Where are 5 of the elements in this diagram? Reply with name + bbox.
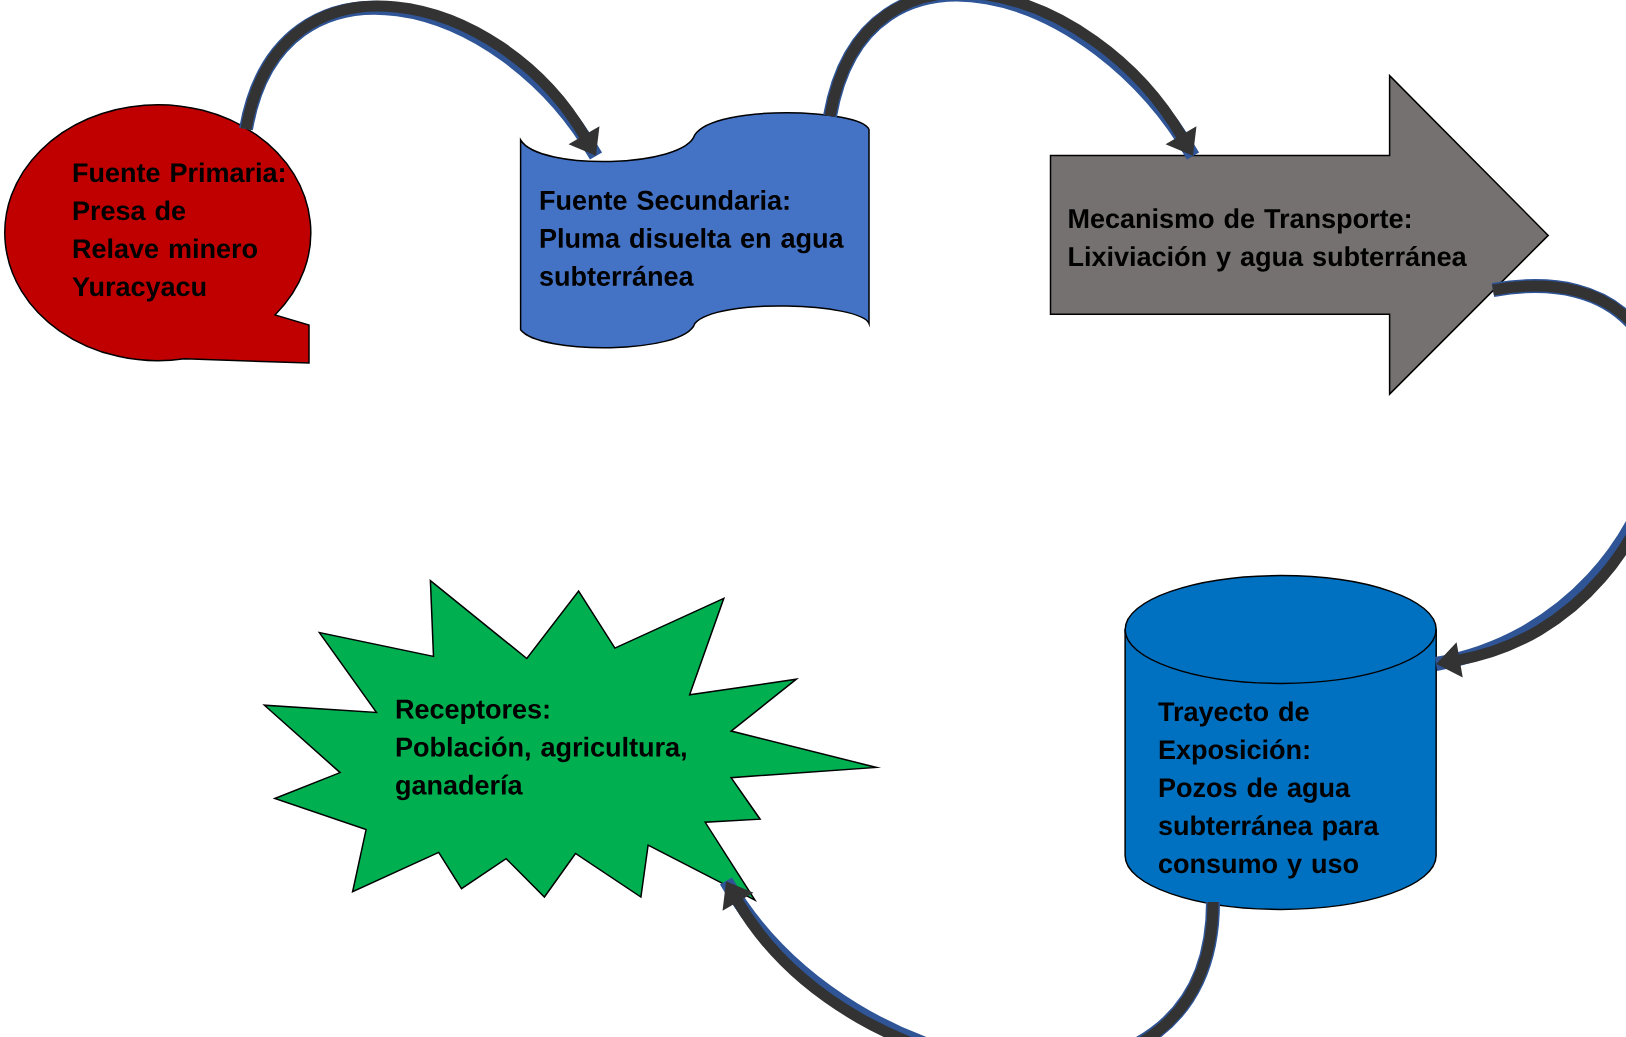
curved-arrow <box>239 1 602 160</box>
speech-bubble: Fuente Primaria: Presa de Relave minero Yuracyacu <box>4 104 312 364</box>
curved-arrow <box>823 0 1199 160</box>
curved-arrow <box>720 876 1220 1037</box>
curved-arrow <box>1434 279 1626 678</box>
